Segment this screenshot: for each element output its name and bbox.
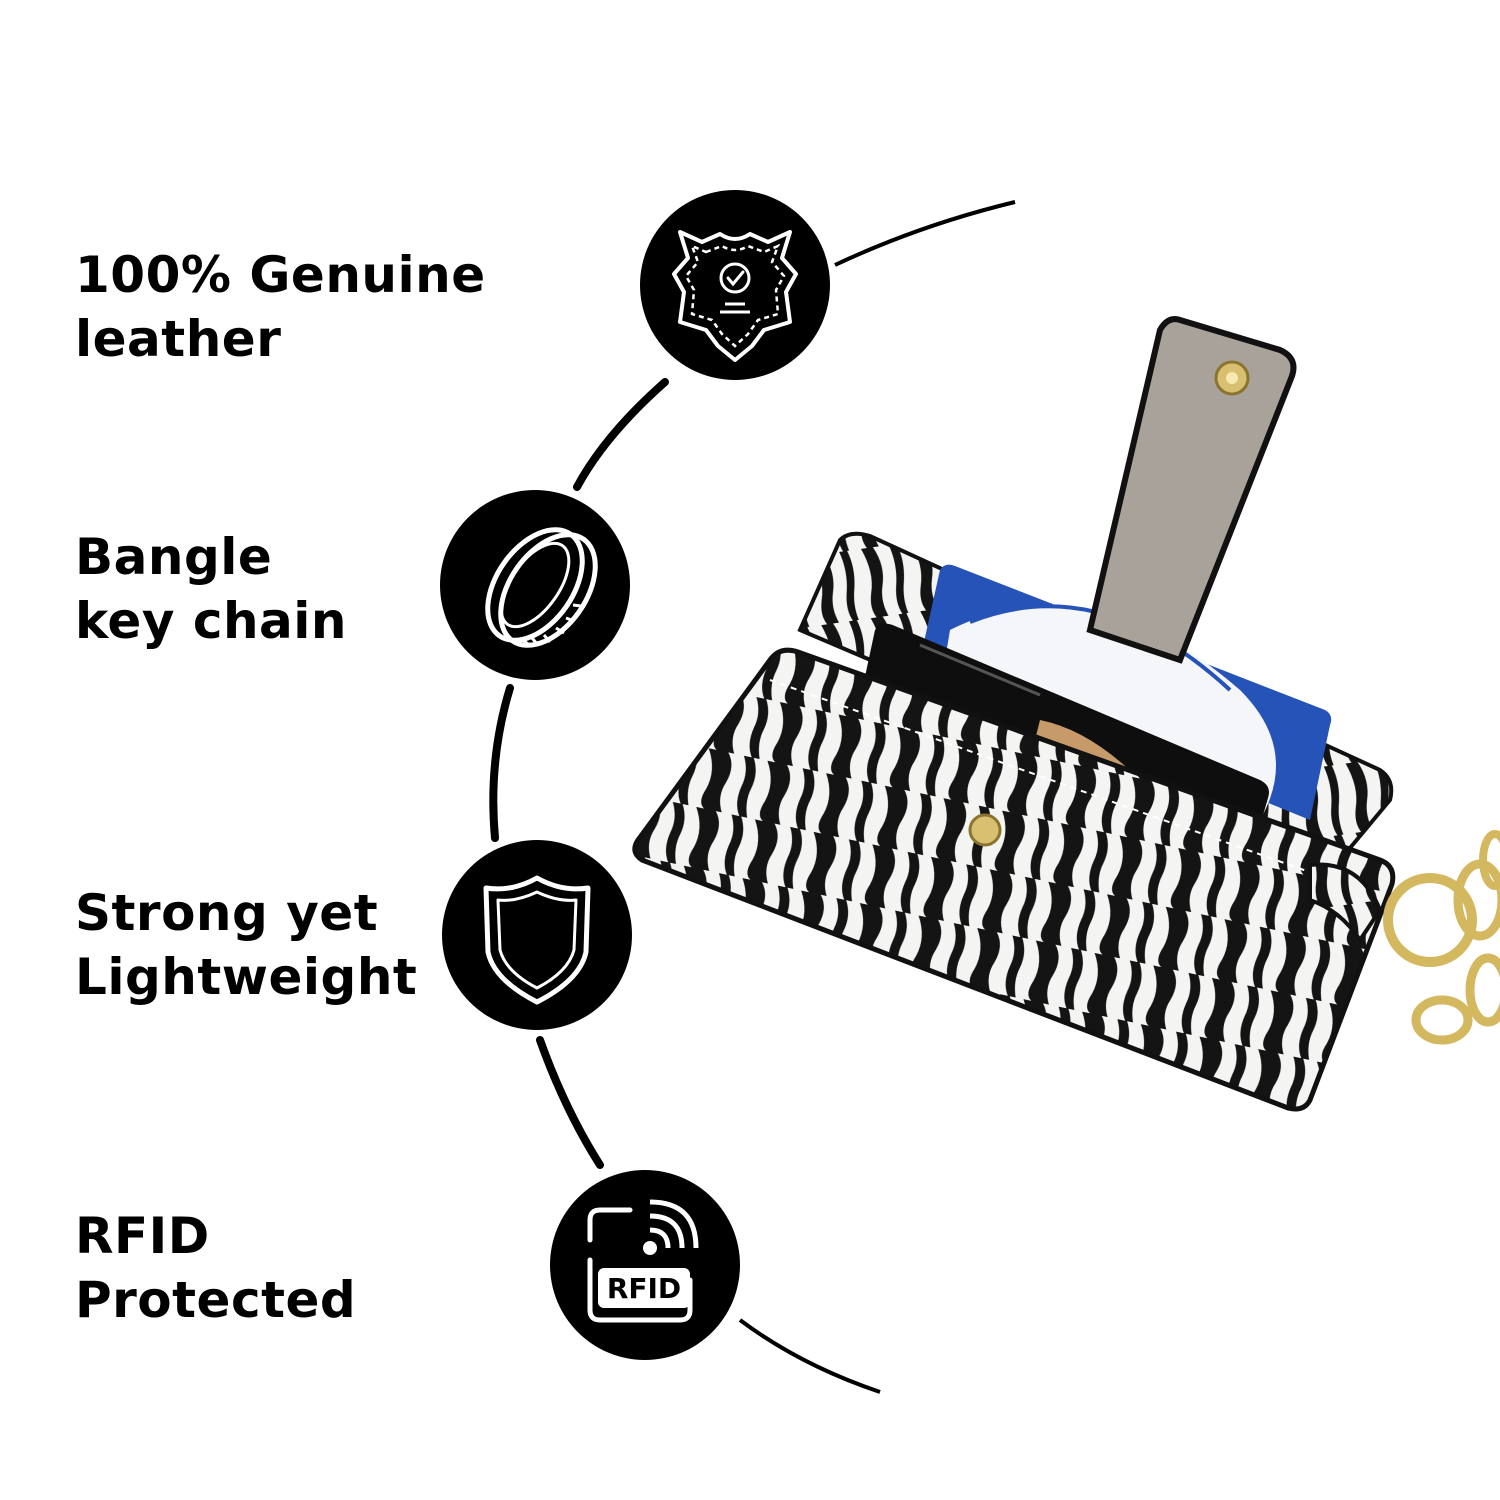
feature-label-line: leather <box>75 310 282 368</box>
feature-label-line: RFID <box>75 1207 210 1265</box>
leather-badge <box>640 190 830 380</box>
bangle-ring-icon <box>485 527 598 648</box>
rfid-badge-text: RFID <box>607 1272 681 1305</box>
front-snap-button <box>968 813 1002 847</box>
feature-label-rfid-protected: RFID Protected <box>75 1204 356 1332</box>
feature-label-bangle-key-chain: Bangle key chain <box>75 525 347 653</box>
snap-strap <box>1086 316 1297 664</box>
feature-label-line: key chain <box>75 592 348 650</box>
rfid-icon: RFID <box>587 1199 699 1323</box>
feature-label-strong-lightweight: Strong yet Lightweight <box>75 881 417 1009</box>
feature-label-line: Strong yet <box>75 884 379 942</box>
feature-label-line: Protected <box>75 1271 357 1329</box>
key-ring-chain <box>1308 830 1500 1045</box>
feature-label-line: Bangle <box>75 528 273 586</box>
feature-label-line: 100% Genuine <box>75 246 486 304</box>
feature-label-line: Lightweight <box>75 948 418 1006</box>
zebra-card-holder-image <box>632 316 1500 1112</box>
rfid-badge: RFID <box>550 1170 740 1360</box>
feature-label-genuine-leather: 100% Genuine leather <box>75 243 486 371</box>
shield-icon <box>483 875 591 1005</box>
bangle-badge <box>440 490 630 680</box>
leather-hide-icon <box>672 230 798 362</box>
shield-badge <box>442 840 632 1030</box>
